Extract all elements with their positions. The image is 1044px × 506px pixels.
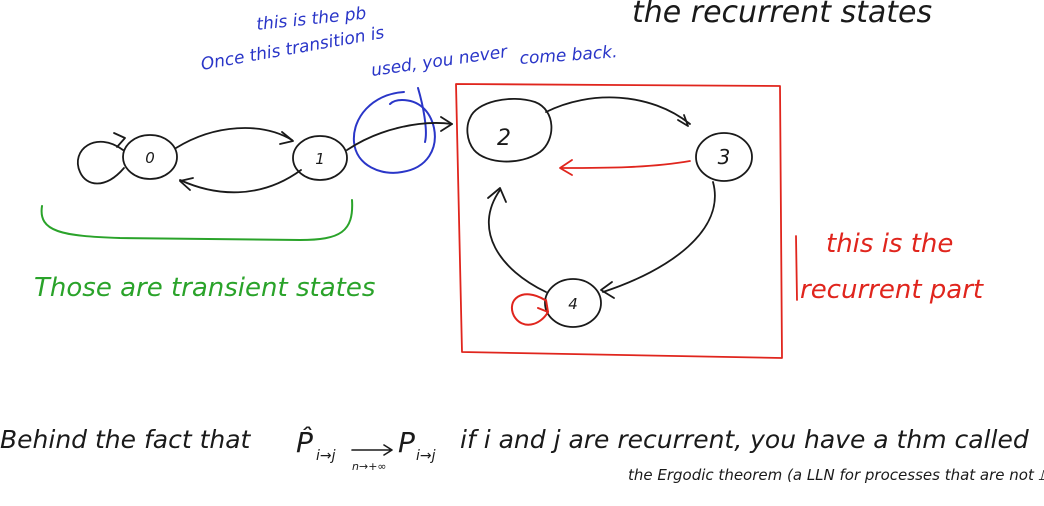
state-0-self-loop xyxy=(77,140,125,185)
arrow-3-to-2-red xyxy=(561,160,691,169)
arrow-2-to-3-head xyxy=(677,114,689,127)
blue-pointer-line xyxy=(417,87,427,143)
arrow-2-to-3 xyxy=(545,96,691,125)
formula-p-hat-subscript: i→j xyxy=(316,448,336,464)
arrow-1-to-0 xyxy=(179,169,302,194)
state-3-label: 3 xyxy=(718,145,731,169)
transient-brace xyxy=(40,199,354,241)
state-0-label: 0 xyxy=(145,149,155,167)
arrow-0-to-1-head xyxy=(279,131,294,145)
state-1-label: 1 xyxy=(315,150,325,168)
recurrent-part-label-line-2: recurrent part xyxy=(800,275,984,305)
formula-p-subscript: i→j xyxy=(416,448,436,464)
recurrent-part-label-line-1: this is the xyxy=(826,229,953,259)
formula-limit-subscript: n→+∞ xyxy=(352,460,387,473)
arrow-4-to-2-head xyxy=(487,187,507,203)
state-4-label: 4 xyxy=(568,295,578,313)
blue-highlight-circle xyxy=(352,91,436,174)
footer-note: Behind the fact that P̂ i→j n→+∞ P i→j i… xyxy=(0,425,1044,484)
arrow-3-to-2-red-head xyxy=(559,159,573,176)
formula-p-hat: P̂ xyxy=(296,426,313,459)
blue-note-line-3: used, you never xyxy=(370,42,510,81)
state-4-self-loop-red-head xyxy=(537,299,549,313)
arrow-3-to-4 xyxy=(602,181,716,293)
state-1-circle xyxy=(292,135,348,181)
formula-p: P xyxy=(398,426,415,459)
arrow-1-to-2 xyxy=(346,122,453,151)
arrow-3-to-4-head xyxy=(600,281,615,299)
footer-line-1b: if i and j are recurrent, you have a thm… xyxy=(460,425,1029,454)
state-4-self-loop-red xyxy=(511,293,549,326)
recurrent-part xyxy=(466,96,753,328)
formula-limit-arrow xyxy=(351,444,393,456)
recurrent-part-bracket xyxy=(795,235,798,301)
arrow-0-to-1 xyxy=(175,127,293,149)
arrow-1-to-0-head xyxy=(179,177,194,191)
footer-line-1a: Behind the fact that xyxy=(0,425,252,454)
transient-states-label: Those are transient states xyxy=(34,273,375,303)
state-0-self-loop-arrowhead xyxy=(113,132,126,148)
state-0-circle xyxy=(122,134,178,180)
transient-part xyxy=(77,116,453,194)
state-3-circle xyxy=(695,132,753,182)
state-2-label: 2 xyxy=(497,126,511,151)
recurrent-states-heading: the recurrent states xyxy=(632,0,932,30)
arrow-4-to-2 xyxy=(488,189,547,293)
state-2-circle xyxy=(466,98,553,163)
arrow-1-to-2-head xyxy=(440,116,453,132)
blue-note-line-4: come back. xyxy=(519,42,618,69)
state-4-circle xyxy=(544,278,602,328)
footer-line-2: the Ergodic theorem (a LLN for processes… xyxy=(628,466,1044,484)
blue-note: this is the pb Once this transition is u… xyxy=(199,4,618,81)
recurrent-box xyxy=(455,83,783,359)
